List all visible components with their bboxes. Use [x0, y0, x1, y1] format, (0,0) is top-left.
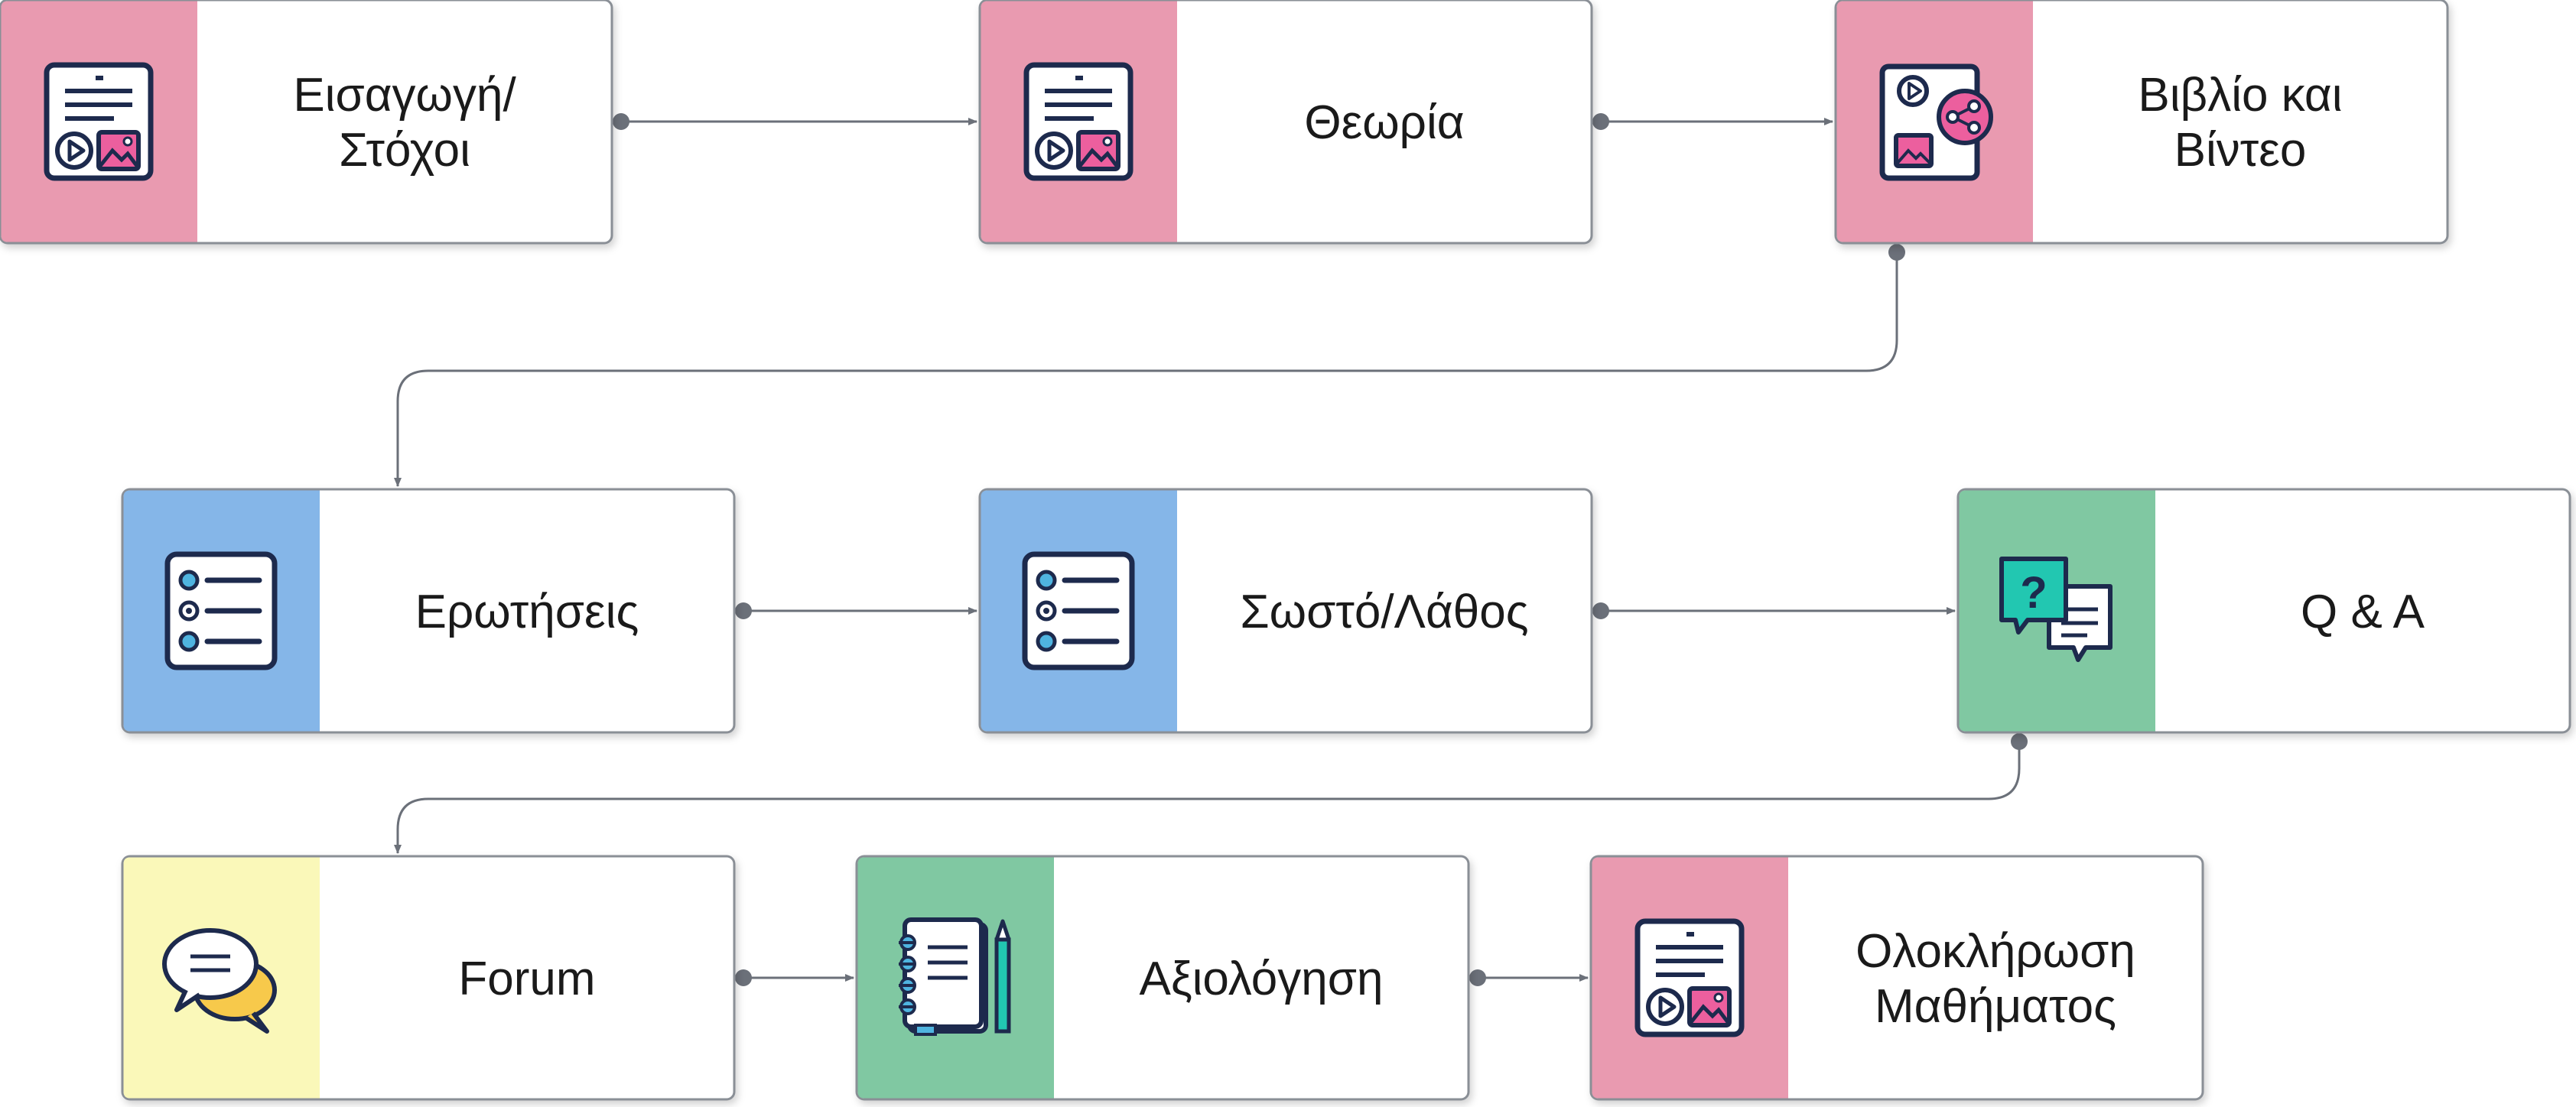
connector-start-dot: [1469, 969, 1486, 986]
node-qa[interactable]: ? Q & A: [1956, 488, 2571, 734]
node-assessment[interactable]: Αξιολόγηση: [855, 855, 1470, 1101]
media-page-icon: [1634, 918, 1745, 1037]
connector-arrow: [394, 742, 2021, 854]
node-label: Μαθήματος: [1875, 980, 2116, 1033]
connector-start-dot: [1888, 244, 1905, 261]
node-label: Q & A: [2301, 586, 2425, 638]
connectors: [394, 113, 2028, 986]
checklist-icon: [1022, 551, 1135, 670]
node-label: Βίντεο: [2174, 124, 2307, 177]
svg-text:?: ?: [2020, 568, 2047, 618]
node-label: Ερωτήσεις: [415, 586, 639, 638]
connector-arrow: [394, 252, 1898, 487]
node-intro[interactable]: Εισαγωγή/Στόχοι: [0, 0, 613, 245]
speech-bubbles-icon: [162, 928, 277, 1034]
node-label: Θεωρία: [1304, 96, 1464, 149]
connector-start-dot: [735, 969, 752, 986]
connector-start-dot: [2011, 733, 2028, 750]
node-theory[interactable]: Θεωρία: [978, 0, 1593, 245]
node-label: Στόχοι: [339, 124, 470, 177]
node-label: Εισαγωγή/: [293, 69, 516, 122]
node-label: Αξιολόγηση: [1140, 953, 1384, 1005]
connector-start-dot: [613, 113, 629, 130]
node-label: Βιβλίο και: [2138, 69, 2342, 122]
media-page-icon: [1023, 62, 1134, 181]
connector-start-dot: [1592, 602, 1609, 619]
node-label: Ολοκλήρωση: [1856, 925, 2135, 978]
connector-start-dot: [735, 602, 752, 619]
media-page-icon: [44, 62, 154, 181]
share-document-icon: [1879, 63, 1993, 181]
node-label: Forum: [458, 953, 595, 1005]
node-questions[interactable]: Ερωτήσεις: [121, 488, 736, 734]
question-chat-icon: ?: [1999, 557, 2113, 662]
checklist-icon: [164, 551, 278, 670]
notebook-pencil-icon: [899, 917, 1011, 1036]
node-true-false[interactable]: Σωστό/Λάθος: [978, 488, 1593, 734]
connector-start-dot: [1592, 113, 1609, 130]
node-label: Σωστό/Λάθος: [1240, 586, 1528, 638]
node-forum[interactable]: Forum: [121, 855, 736, 1101]
